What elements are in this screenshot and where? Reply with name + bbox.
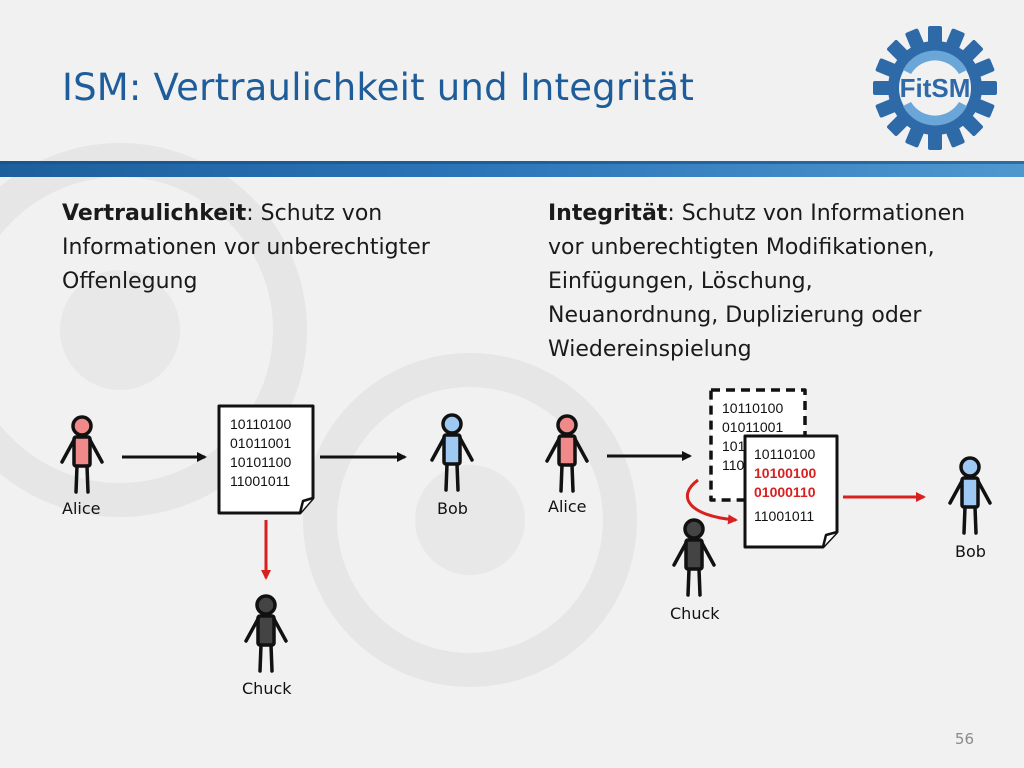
bob-figure-left — [430, 413, 474, 492]
document-left-line-2: 01011001 — [230, 435, 291, 451]
document-left: 10110100 01011001 10101100 11001011 — [217, 404, 315, 515]
integrity-definition-text: : Schutz von Informationen vor unberecht… — [548, 201, 966, 362]
confidentiality-term: Vertraulichkeit — [62, 201, 247, 226]
logo-text: FitSM — [900, 73, 971, 103]
bob-label-left: Bob — [437, 499, 468, 518]
alice-figure-left — [60, 415, 104, 494]
chuck-figure-right — [672, 518, 716, 597]
confidentiality-definition-text: : Schutz von Informationen vor unberecht… — [62, 201, 430, 294]
integrity-term: Integrität — [548, 201, 668, 226]
modified-document-line-4: 11001011 — [754, 508, 814, 524]
modified-document-line-2: 10100100 — [754, 465, 817, 481]
title-band — [0, 161, 1024, 177]
bob-label-right: Bob — [955, 542, 986, 561]
fitsm-logo: FitSM — [873, 26, 997, 150]
chuck-figure-left — [244, 594, 288, 673]
page-number: 56 — [954, 730, 974, 748]
integrity-diagram: Alice 10110100 01011001 101 110 10110100… — [545, 388, 992, 623]
original-document-line-1: 10110100 — [722, 400, 783, 416]
confidentiality-diagram: Alice 10110100 01011001 10101100 1100101… — [60, 404, 474, 698]
slide-title: ISM: Vertraulichkeit und Integrität — [62, 66, 695, 109]
document-left-line-4: 11001011 — [230, 473, 290, 489]
document-left-line-3: 10101100 — [230, 454, 291, 470]
alice-label-right: Alice — [548, 497, 586, 516]
original-document-line-4: 110 — [722, 457, 745, 473]
document-left-line-1: 10110100 — [230, 416, 291, 432]
original-document-line-2: 01011001 — [722, 419, 783, 435]
modified-document-line-1: 10110100 — [754, 446, 815, 462]
bob-figure-right — [948, 456, 992, 535]
modified-document-right: 10110100 10100100 01000110 11001011 — [743, 434, 839, 549]
integrity-definition: Integrität: Schutz von Informationen vor… — [548, 197, 988, 367]
alice-label-left: Alice — [62, 499, 100, 518]
arrow-chuck-modifies-document — [685, 478, 738, 525]
original-document-line-3: 101 — [722, 438, 746, 454]
modified-document-line-3: 01000110 — [754, 484, 816, 500]
chuck-label-right: Chuck — [670, 604, 720, 623]
confidentiality-definition: Vertraulichkeit: Schutz von Informatione… — [62, 197, 492, 299]
alice-figure-right — [545, 414, 589, 493]
chuck-label-left: Chuck — [242, 679, 292, 698]
